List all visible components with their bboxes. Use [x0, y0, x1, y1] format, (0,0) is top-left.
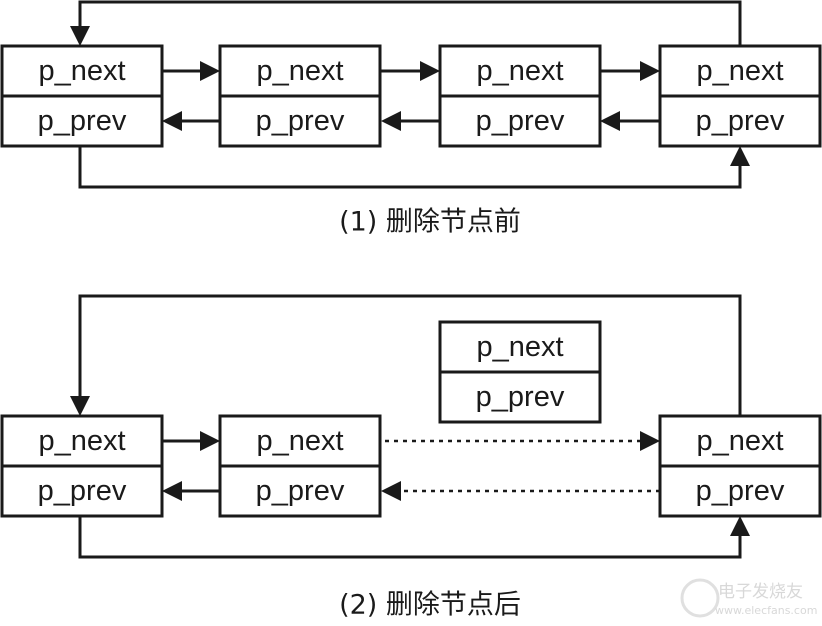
arrow-down-icon	[70, 26, 90, 46]
arrow-right-icon	[640, 61, 660, 81]
diagram-before-deletion: p_nextp_prevp_nextp_prevp_nextp_prevp_ne…	[0, 0, 822, 189]
arrow-right-icon	[200, 431, 220, 451]
arrow-up-icon	[730, 146, 750, 166]
arrow-left-icon	[162, 111, 182, 131]
watermark-logo: 电子发烧友 www.elecfans.com	[680, 578, 817, 618]
prev-field-label: p_prev	[38, 105, 127, 137]
tail-to-head-line	[78, 0, 742, 46]
list-node-4: p_next p_prev	[658, 44, 822, 148]
prev-field-label: p_prev	[38, 475, 127, 507]
arrow-right-icon	[640, 431, 660, 451]
head-to-tail-line	[78, 516, 742, 559]
prev-field-label: p_prev	[256, 475, 345, 507]
arrow-left-icon	[162, 481, 182, 501]
next-field-label: p_next	[256, 55, 343, 87]
next-field-label: p_next	[696, 425, 783, 457]
watermark-url: www.elecfans.com	[715, 604, 817, 617]
caption-after: (2) 删除节点后	[339, 590, 521, 621]
prev-field-label: p_prev	[256, 105, 345, 137]
arrow-up-icon	[730, 516, 750, 536]
list-node-1: p_next p_prev	[0, 44, 164, 148]
next-field-label: p_next	[256, 425, 343, 457]
prev-field-box	[0, 94, 164, 148]
next-field-label: p_next	[696, 55, 783, 87]
diagram-after-deletion: p_nextp_prevp_nextp_prevp_nextp_prevp_ne…	[0, 294, 822, 559]
list-node-4: p_next p_prev	[658, 414, 822, 518]
list-node-2: p_next p_prev	[218, 414, 382, 518]
prev-field-label: p_prev	[696, 475, 785, 507]
prev-field-box	[218, 464, 382, 518]
prev-field-label: p_prev	[696, 105, 785, 137]
tail-to-head-line	[78, 294, 742, 416]
arrow-down-icon	[70, 396, 90, 416]
prev-field-label: p_prev	[476, 381, 565, 413]
arrow-right-icon	[200, 61, 220, 81]
watermark-cn: 电子发烧友	[718, 582, 803, 602]
next-field-label: p_next	[38, 55, 125, 87]
next-field-label: p_next	[476, 331, 563, 363]
arrow-left-icon	[600, 111, 620, 131]
list-node-2: p_next p_prev	[218, 44, 382, 148]
next-field-label: p_next	[38, 425, 125, 457]
removed-node: p_next p_prev	[438, 320, 602, 424]
prev-field-box	[0, 464, 164, 518]
head-to-tail-line	[78, 146, 742, 189]
arrow-left-icon	[381, 111, 401, 131]
list-node-1: p_next p_prev	[0, 414, 164, 518]
prev-field-box	[218, 94, 382, 148]
list-node-3: p_next p_prev	[438, 44, 602, 148]
next-field-box	[438, 320, 602, 374]
next-field-label: p_next	[476, 55, 563, 87]
prev-field-box	[438, 370, 602, 424]
caption-before: (1) 删除节点前	[339, 207, 521, 238]
arrow-right-icon	[420, 61, 440, 81]
prev-field-label: p_prev	[476, 105, 565, 137]
arrow-left-icon	[381, 481, 401, 501]
